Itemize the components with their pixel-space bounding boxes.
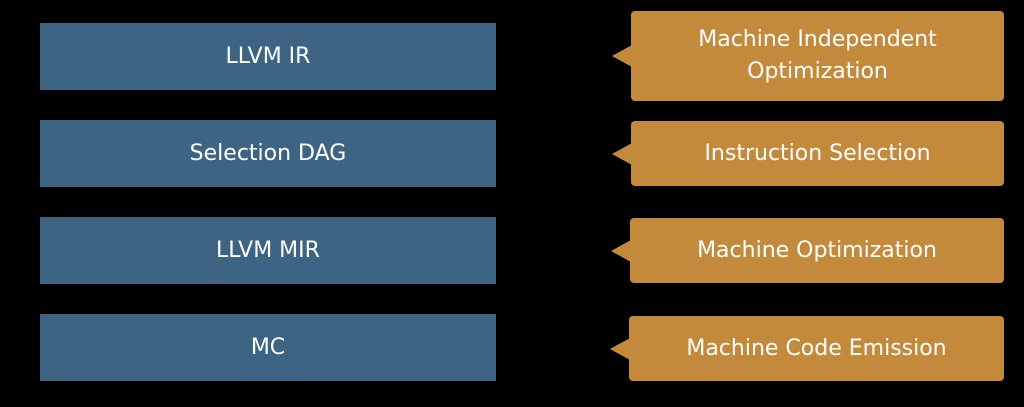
stage-label: Selection DAG bbox=[189, 141, 347, 166]
stage-label: MC bbox=[250, 335, 286, 360]
stage-selection-dag: Selection DAG bbox=[40, 120, 496, 187]
callout-label: Instruction Selection bbox=[704, 140, 931, 166]
stage-llvm-ir: LLVM IR bbox=[40, 23, 496, 90]
callout-machine-optimization: Machine Optimization bbox=[611, 218, 1004, 283]
callout-pointer bbox=[611, 239, 631, 262]
stage-llvm-mir: LLVM MIR bbox=[40, 217, 496, 284]
stage-label: LLVM MIR bbox=[216, 238, 320, 263]
callout-machine-code-emission: Machine Code Emission bbox=[610, 316, 1004, 381]
callout-pointer bbox=[612, 142, 632, 165]
stage-label: LLVM IR bbox=[225, 44, 311, 69]
callout-machine-independent-optimization: Machine Independent Optimization bbox=[612, 11, 1004, 101]
stage-mc: MC bbox=[40, 314, 496, 381]
callout-label: Machine Independent Optimization bbox=[698, 27, 937, 84]
callout-pointer bbox=[610, 337, 630, 360]
callout-pointer bbox=[612, 45, 632, 67]
callout-label: Machine Code Emission bbox=[686, 335, 947, 361]
callout-instruction-selection: Instruction Selection bbox=[612, 121, 1004, 186]
callout-label: Machine Optimization bbox=[697, 237, 937, 263]
